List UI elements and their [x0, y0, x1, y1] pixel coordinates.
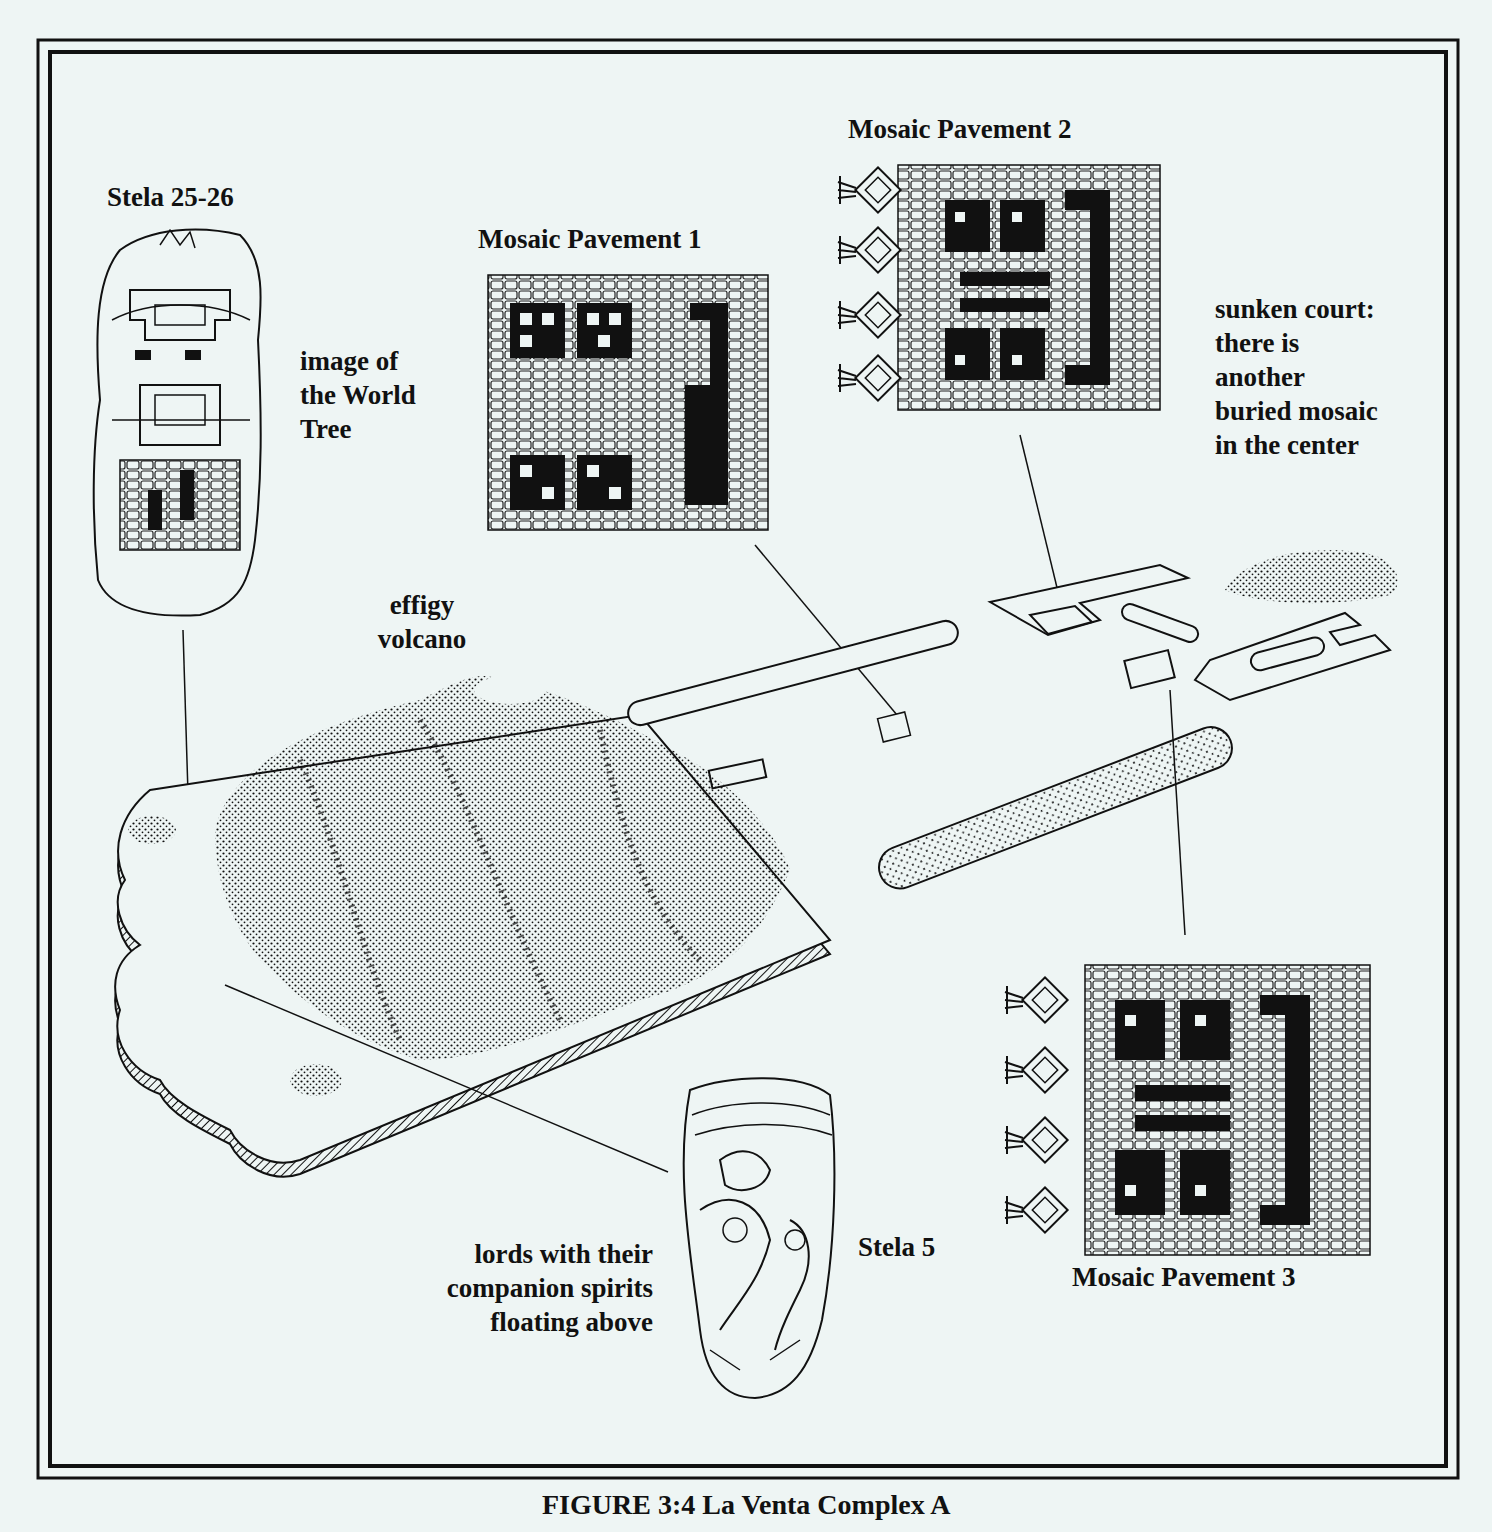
pavement-name: Mosaic Pavement 3: [1072, 1260, 1295, 1294]
note: lords with their companion spirits float…: [395, 1237, 653, 1339]
pavement-name: Mosaic Pavement 1: [478, 222, 701, 256]
note: effigy volcano: [352, 588, 492, 656]
pavement-name: Mosaic Pavement 2: [848, 112, 1071, 146]
note: image of the World Tree: [300, 344, 440, 446]
stela-name: Stela 25-26: [107, 180, 234, 214]
note: sunken court: there is another buried mo…: [1215, 292, 1387, 462]
figure-caption: FIGURE 3:4 La Venta Complex A: [542, 1488, 950, 1522]
stela-name: Stela 5: [858, 1230, 935, 1264]
